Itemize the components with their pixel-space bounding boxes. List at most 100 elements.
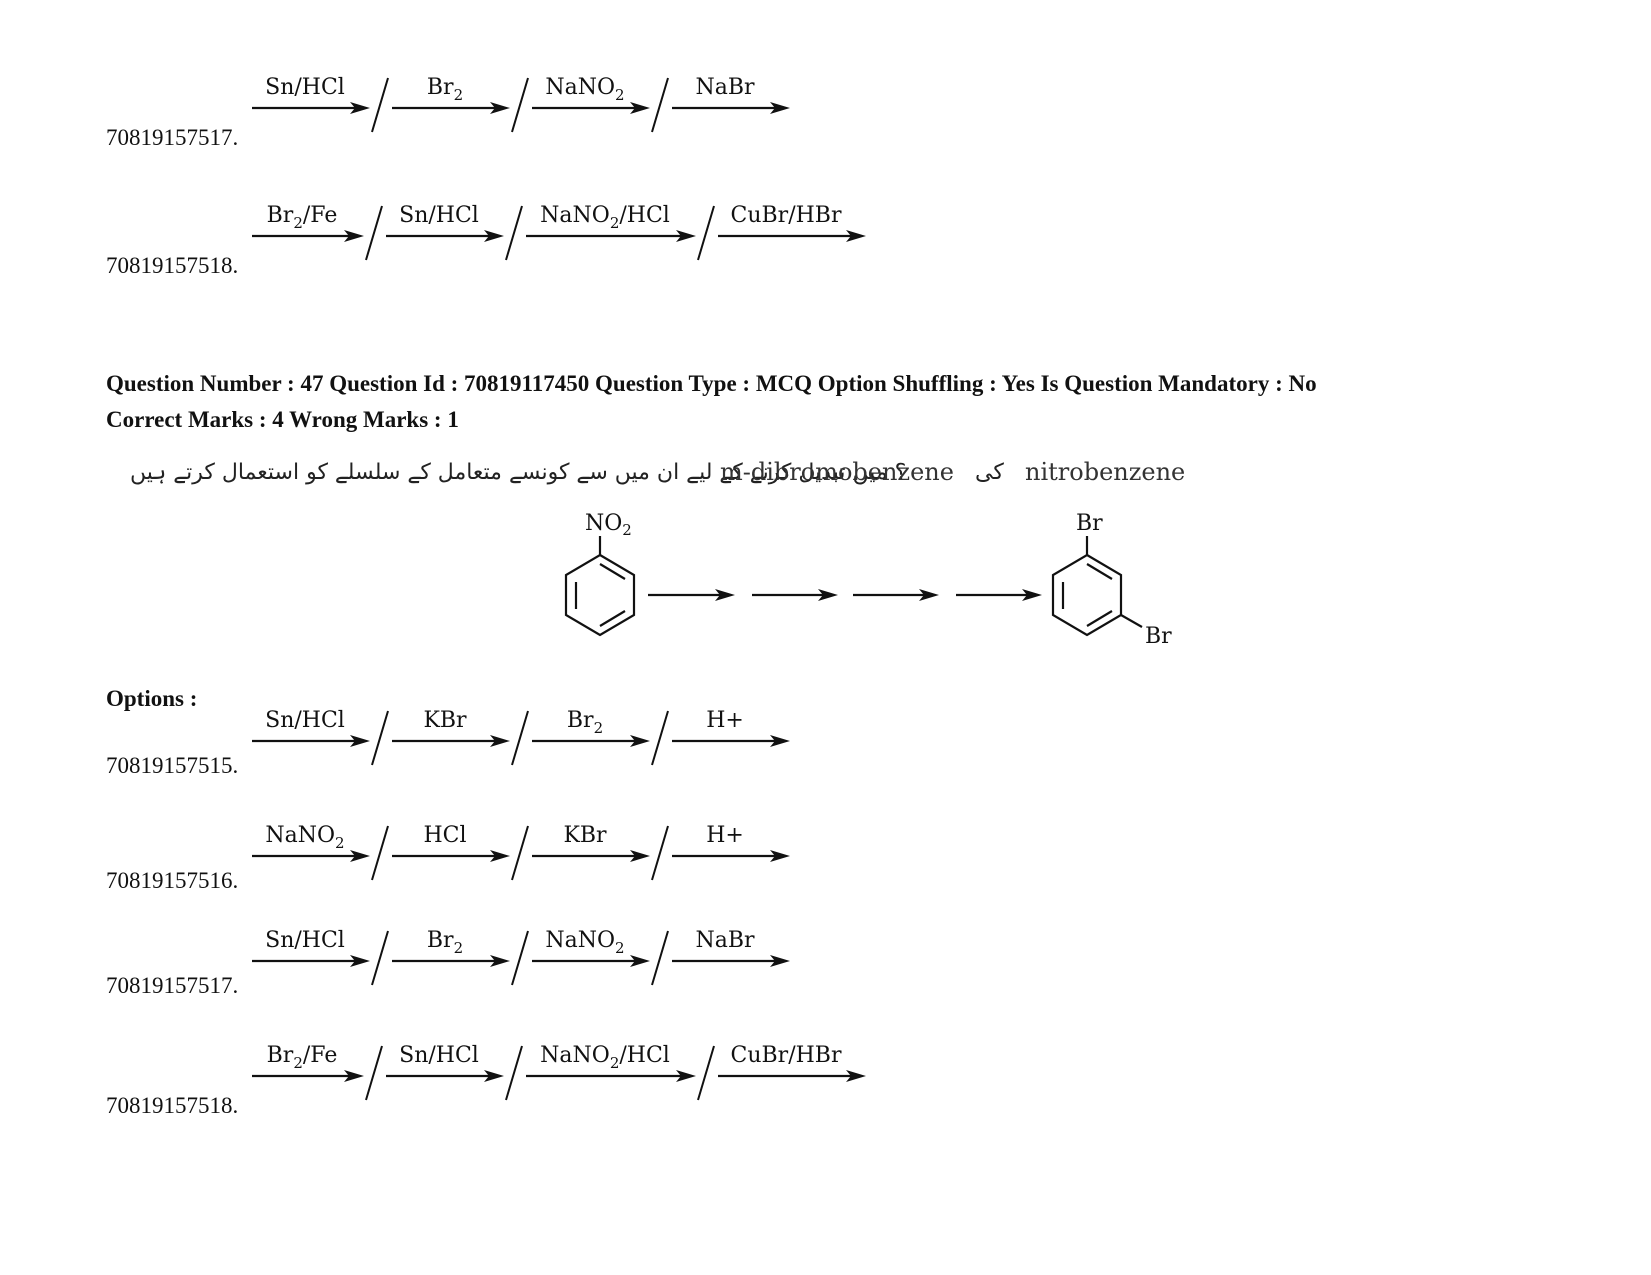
step-separator-slash (651, 710, 669, 766)
option-4-number: 70819157518. (106, 1093, 239, 1118)
option-1-sequence[interactable]: Sn/HCl KBr Br2 H+ (252, 695, 1012, 775)
step-separator-slash (511, 77, 529, 133)
reagent-label: NaBr (695, 75, 755, 100)
reagent-label: Sn/HCl (265, 75, 345, 100)
reagent-label: NaNO2 (265, 823, 344, 852)
reagent-label: NaBr (695, 928, 755, 953)
option-1-number: 70819157515. (106, 753, 239, 778)
step-separator-slash (697, 205, 715, 261)
step-separator-slash (371, 710, 389, 766)
connector-text: کی (975, 460, 1004, 485)
reaction-arrowhead (770, 735, 790, 747)
target-compound: m-dibromobenzene (720, 458, 954, 486)
reagent-label: HCl (423, 823, 466, 848)
reagent-label: KBr (423, 708, 467, 733)
reagent-label: H+ (706, 708, 744, 733)
reagent-label: NaNO2 (545, 75, 624, 104)
reaction-arrowhead (846, 1070, 866, 1082)
option-2-number: 70819157516. (106, 868, 239, 893)
reaction-arrowhead (630, 102, 650, 114)
reagent-label: Sn/HCl (265, 928, 345, 953)
step-separator-slash (371, 825, 389, 881)
reagent-label: H+ (706, 823, 744, 848)
question-meta: Question Number : 47 Question Id : 70819… (106, 371, 1317, 396)
nitrobenzene-structure (564, 536, 636, 637)
reaction-arrowhead (490, 735, 510, 747)
bromo-label-top: Br (1076, 511, 1103, 536)
reagent-label: Sn/HCl (265, 708, 345, 733)
reagent-label: Br2/Fe (267, 1043, 338, 1072)
reagent-label: Sn/HCl (399, 1043, 479, 1068)
reagent-sequence-drawing: Br2/Fe Sn/HCl NaNO2/HCl CuBr/HBr (252, 1043, 866, 1101)
reagent-label: Br2 (567, 708, 603, 737)
reagent-label: NaNO2 (545, 928, 624, 957)
reagent-label: NaNO2/HCl (540, 1043, 670, 1072)
question-header: Question Number : 47 Question Id : 70819… (106, 366, 1586, 438)
reaction-arrowhead (676, 230, 696, 242)
step-separator-slash (371, 77, 389, 133)
option-2-sequence[interactable]: NaNO2 HCl KBr H+ (252, 810, 1012, 890)
option-4-sequence[interactable]: Br2/Fe Sn/HCl NaNO2/HCl CuBr/HBr (252, 1030, 1012, 1110)
scheme-arrowheads (715, 589, 1042, 601)
reaction-arrowhead (490, 102, 510, 114)
reaction-scheme-drawing: NO2 Br Br (564, 511, 1172, 649)
reagent-sequence-drawing: Sn/HCl Br2 NaNO2 NaBr (252, 928, 790, 986)
step-separator-slash (365, 1045, 383, 1101)
reaction-arrowhead (344, 230, 364, 242)
step-separator-slash (651, 930, 669, 986)
start-compound: nitrobenzene (1025, 458, 1186, 486)
reaction-arrowhead (350, 102, 370, 114)
nitro-group-label: NO2 (585, 511, 632, 539)
option-3-sequence[interactable]: Sn/HCl Br2 NaNO2 NaBr (252, 915, 1012, 995)
step-separator-slash (511, 710, 529, 766)
reaction-arrowhead (350, 850, 370, 862)
reagent-label: CuBr/HBr (731, 1043, 842, 1068)
step-separator-slash (511, 930, 529, 986)
reaction-arrowhead (630, 735, 650, 747)
step-separator-slash (651, 77, 669, 133)
reaction-arrowhead (484, 1070, 504, 1082)
reagent-label: NaNO2/HCl (540, 203, 670, 232)
reagent-sequence-drawing: Sn/HCl KBr Br2 H+ (252, 708, 790, 766)
step-separator-slash (371, 930, 389, 986)
question-urdu-text: ؟ میں تبدیل کرنے کے لیے ان میں سے کونسے … (130, 460, 907, 485)
step-separator-slash (511, 825, 529, 881)
step-separator-slash (505, 1045, 523, 1101)
option-3-number: 70819157517. (106, 973, 239, 998)
step-separator-slash (365, 205, 383, 261)
reaction-arrowhead (846, 230, 866, 242)
reaction-arrowhead (490, 955, 510, 967)
reaction-arrowhead (676, 1070, 696, 1082)
top-option-2-number: 70819157518. (106, 253, 239, 278)
step-separator-slash (697, 1045, 715, 1101)
reaction-arrowhead (350, 955, 370, 967)
reaction-arrowhead (484, 230, 504, 242)
reaction-arrowhead (770, 955, 790, 967)
top-option-1-sequence: Sn/HCl Br2 NaNO2 NaBr (252, 62, 1012, 142)
reaction-arrowhead (770, 850, 790, 862)
step-separator-slash (651, 825, 669, 881)
reaction-arrowhead (630, 850, 650, 862)
dibromobenzene-structure (1051, 536, 1143, 637)
question-text: ؟ میں تبدیل کرنے کے لیے ان میں سے کونسے … (110, 458, 1190, 498)
options-label: Options : (106, 686, 198, 711)
reagent-label: Br2 (427, 928, 463, 957)
top-option-1-number: 70819157517. (106, 125, 239, 150)
reagent-label: CuBr/HBr (731, 203, 842, 228)
bromo-label-meta: Br (1145, 624, 1172, 649)
reagent-label: KBr (563, 823, 607, 848)
reagent-sequence-drawing: NaNO2 HCl KBr H+ (252, 823, 790, 881)
reagent-sequence-drawing: Sn/HCl Br2 NaNO2 NaBr (252, 75, 790, 133)
reagent-label: Br2 (427, 75, 463, 104)
reaction-scheme: NO2 Br Br (540, 510, 1220, 680)
reaction-arrowhead (344, 1070, 364, 1082)
reaction-arrowhead (350, 735, 370, 747)
reaction-arrowhead (770, 102, 790, 114)
question-marks: Correct Marks : 4 Wrong Marks : 1 (106, 407, 459, 432)
reaction-arrowhead (490, 850, 510, 862)
reaction-arrowhead (630, 955, 650, 967)
reagent-label: Sn/HCl (399, 203, 479, 228)
step-separator-slash (505, 205, 523, 261)
